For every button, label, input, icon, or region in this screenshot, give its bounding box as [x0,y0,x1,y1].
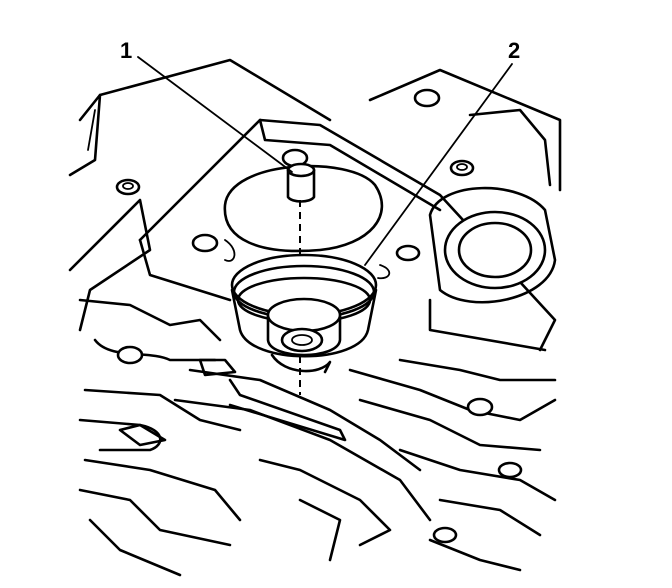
callout-1: 1 [120,38,132,63]
leader-line-1 [137,56,293,173]
valve-body-plate [138,118,557,352]
servo-piston-assembly [230,253,378,374]
servo-bore [223,162,384,253]
accumulator-cylinder [428,186,557,352]
callout-2: 2 [508,38,520,63]
valve-body-passages [78,298,557,577]
case-housing-right [368,68,562,192]
leader-line-2 [364,63,513,266]
